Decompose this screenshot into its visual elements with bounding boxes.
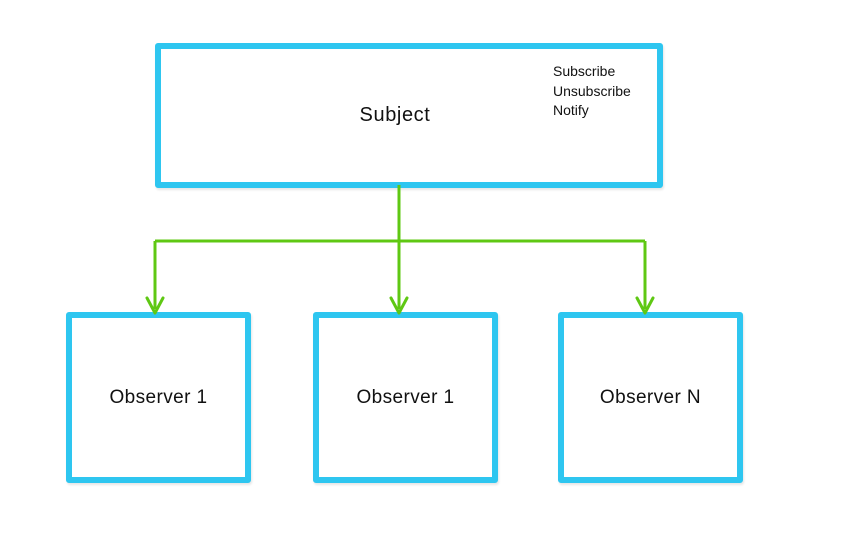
subject-methods-list: Subscribe Unsubscribe Notify	[553, 62, 631, 121]
method-unsubscribe: Unsubscribe	[553, 82, 631, 99]
method-subscribe: Subscribe	[553, 63, 616, 79]
method-notify: Notify	[553, 102, 589, 118]
observer-2-label: Observer 1	[356, 386, 455, 408]
subject-box: Subject	[155, 43, 663, 188]
observer-n-box: Observer N	[558, 312, 743, 483]
observer-1-box: Observer 1	[66, 312, 251, 483]
observer-n-label: Observer N	[599, 386, 702, 408]
observer-1-label: Observer 1	[109, 386, 208, 408]
arrowhead-middle-icon	[389, 296, 409, 315]
arrowhead-right-icon	[635, 296, 655, 315]
subject-label: Subject	[359, 104, 431, 126]
observer-2-box: Observer 1	[313, 312, 498, 483]
arrowhead-left-icon	[145, 296, 165, 315]
